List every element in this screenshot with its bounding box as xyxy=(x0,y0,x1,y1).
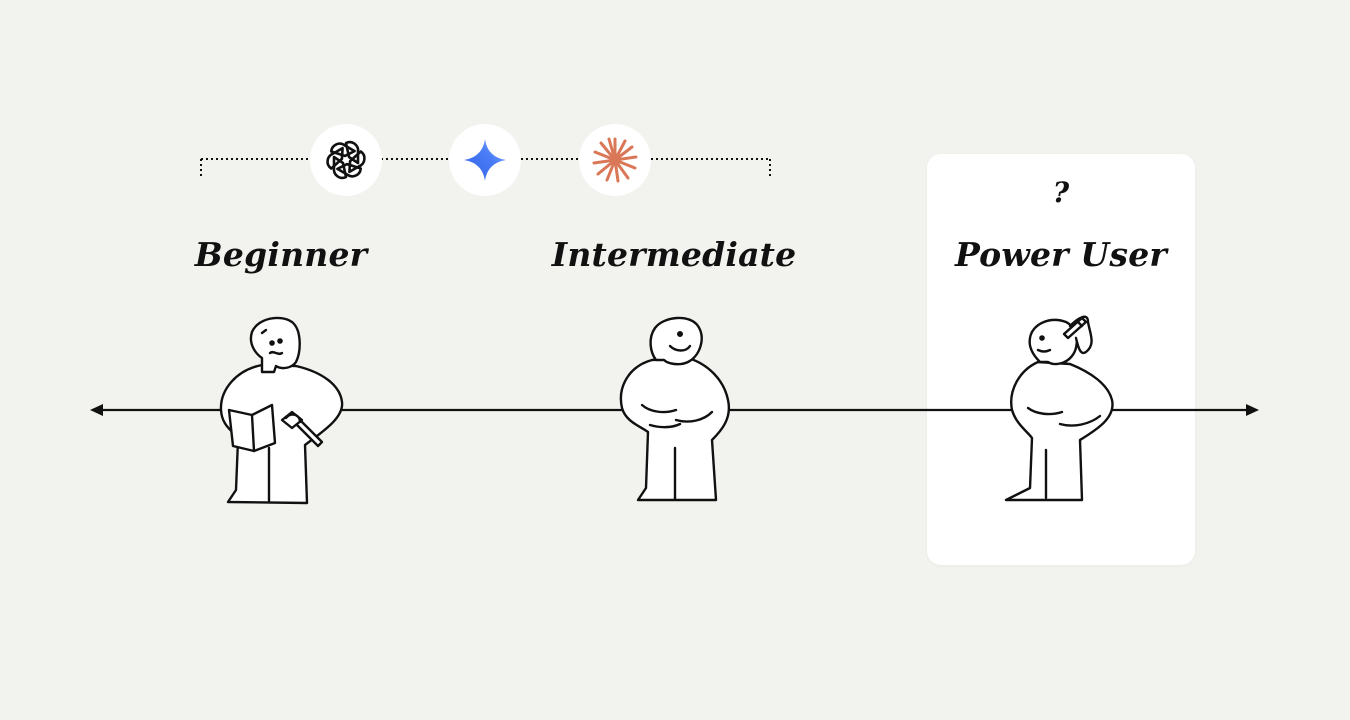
beginner-figure-icon xyxy=(221,318,342,503)
intermediate-figure-icon xyxy=(621,318,729,500)
power-user-figure-icon xyxy=(1006,317,1113,500)
